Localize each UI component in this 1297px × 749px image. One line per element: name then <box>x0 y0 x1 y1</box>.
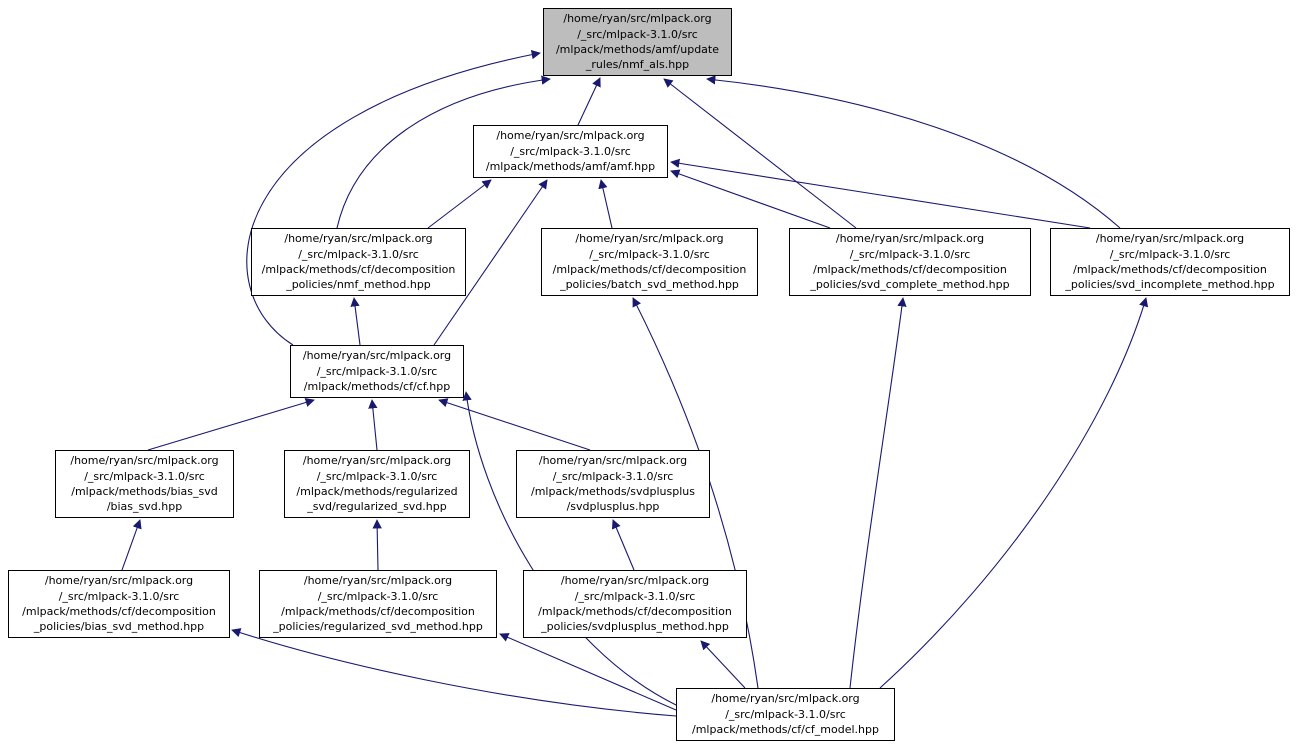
node-label-line: /mlpack/methods/amf/amf.hpp <box>485 160 656 174</box>
node-svd-complete-method-hpp[interactable]: /home/ryan/src/mlpack.org /_src/mlpack-3… <box>789 228 1031 296</box>
edge-cf_model-to-cf <box>462 391 677 706</box>
node-label-line: /home/ryan/src/mlpack.org <box>560 574 710 588</box>
node-label-line: /mlpack/methods/cf/decomposition <box>552 263 747 276</box>
node-label-line: /mlpack/methods/cf/decomposition <box>813 263 1007 276</box>
node-label-line: /mlpack/methods/cf/decomposition <box>1073 263 1267 276</box>
node-label-line: _rules/nmf_als.hpp <box>585 58 690 72</box>
node-label-line: /_src/mlpack-3.1.0/src <box>298 247 419 261</box>
node-label-line: /home/ryan/src/mlpack.org <box>575 232 724 246</box>
node-label-line: /_src/mlpack-3.1.0/src <box>552 469 674 483</box>
node-label-line: /home/ryan/src/mlpack.org <box>302 454 452 468</box>
edge-svd_incomplete_method-to-amf <box>670 158 1091 229</box>
node-svdplusplus-hpp[interactable]: /home/ryan/src/mlpack.org /_src/mlpack-3… <box>516 450 710 518</box>
node-label-line: /home/ryan/src/mlpack.org <box>284 232 433 246</box>
node-label-line: /home/ryan/src/mlpack.org <box>496 129 645 143</box>
node-label-line: /home/ryan/src/mlpack.org <box>44 574 194 588</box>
node-label-line: /mlpack/methods/cf/cf.hpp <box>303 380 451 394</box>
node-label-line: /_src/mlpack-3.1.0/src <box>510 144 631 158</box>
edge-cf_model-to-svd_complete_method <box>849 297 907 689</box>
node-label-line: /_src/mlpack-3.1.0/src <box>849 247 971 261</box>
node-label-line: _policies/svd_incomplete_method.hpp <box>1065 278 1275 292</box>
node-label-line: /home/ryan/src/mlpack.org <box>302 349 452 363</box>
node-label-line: /bias_svd.hpp <box>106 500 183 514</box>
node-label-line: _policies/regularized_svd_method.hpp <box>273 620 483 634</box>
node-label-line: /_src/mlpack-3.1.0/src <box>589 247 710 261</box>
edge-amf-to-nmf_als <box>577 77 601 126</box>
edge-cf-to-nmf_als <box>246 50 541 346</box>
node-label-line: /home/ryan/src/mlpack.org <box>538 454 688 468</box>
node-regularized-svd-hpp[interactable]: /home/ryan/src/mlpack.org /_src/mlpack-3… <box>284 450 470 518</box>
edge-cf_model-to-svdplusplus_method <box>700 640 746 689</box>
node-label-line: /_src/mlpack-3.1.0/src <box>316 469 438 483</box>
edge-bias_svd-to-cf <box>147 397 315 451</box>
node-label-line: /mlpack/methods/bias_svd <box>71 485 218 498</box>
node-label-line: /_src/mlpack-3.1.0/src <box>1109 247 1231 261</box>
node-label-line: _svd/regularized_svd.hpp <box>307 500 447 514</box>
node-label-line: /_src/mlpack-3.1.0/src <box>317 589 439 603</box>
node-label-line: /_src/mlpack-3.1.0/src <box>84 469 205 483</box>
edge-svd_complete_method-to-nmf_als <box>663 78 857 229</box>
edge-nmf_method-to-amf <box>427 179 492 229</box>
node-label-line: /svdplusplus.hpp <box>566 500 660 514</box>
node-bias-svd-method-hpp[interactable]: /home/ryan/src/mlpack.org /_src/mlpack-3… <box>8 570 230 638</box>
node-cf-hpp[interactable]: /home/ryan/src/mlpack.org /_src/mlpack-3… <box>290 345 464 398</box>
node-label-line: /_src/mlpack-3.1.0/src <box>574 589 696 603</box>
edge-cf_model-to-bias_svd_method <box>231 628 677 717</box>
node-label-line: /_src/mlpack-3.1.0/src <box>58 589 180 603</box>
node-svdplusplus-method-hpp[interactable]: /home/ryan/src/mlpack.org /_src/mlpack-3… <box>523 570 747 638</box>
node-label-line: /_src/mlpack-3.1.0/src <box>316 364 438 378</box>
node-label-line: _policies/svd_complete_method.hpp <box>810 278 1010 292</box>
edge-cf_model-to-svd_incomplete_method <box>879 297 1149 689</box>
node-batch-svd-method-hpp[interactable]: /home/ryan/src/mlpack.org /_src/mlpack-3… <box>541 228 758 296</box>
node-label-line: _policies/batch_svd_method.hpp <box>560 278 739 292</box>
edge-svdplusplus_method-to-svdplusplus <box>611 519 635 571</box>
edge-cf-to-nmf_method <box>350 297 361 346</box>
edge-bias_svd_method-to-bias_svd <box>121 519 142 571</box>
node-label-line: /mlpack/methods/svdplusplus <box>531 485 695 498</box>
edge-svd_incomplete_method-to-nmf_als <box>706 75 1121 229</box>
node-label-line: _policies/nmf_method.hpp <box>286 278 431 292</box>
node-label-line: _policies/svdplusplus_method.hpp <box>541 620 729 634</box>
node-label-line: /home/ryan/src/mlpack.org <box>563 12 712 26</box>
node-label-line: /_src/mlpack-3.1.0/src <box>725 707 846 721</box>
edge-cf_model-to-regularized_svd_method <box>499 633 677 711</box>
edge-svdplusplus-to-cf <box>438 398 591 451</box>
node-label-line: /mlpack/methods/amf/update <box>555 43 720 56</box>
node-label-line: /home/ryan/src/mlpack.org <box>70 454 219 468</box>
node-svd-incomplete-method-hpp[interactable]: /home/ryan/src/mlpack.org /_src/mlpack-3… <box>1050 228 1290 296</box>
node-label-line: /mlpack/methods/cf/decomposition <box>538 605 732 618</box>
edge-regularized_svd-to-cf <box>368 399 378 451</box>
node-label-line: _policies/bias_svd_method.hpp <box>33 620 205 634</box>
node-nmf-method-hpp[interactable]: /home/ryan/src/mlpack.org /_src/mlpack-3… <box>251 228 466 296</box>
node-label-line: /home/ryan/src/mlpack.org <box>303 574 453 588</box>
node-label-line: /home/ryan/src/mlpack.org <box>1095 232 1245 246</box>
node-label-line: /_src/mlpack-3.1.0/src <box>577 27 698 41</box>
edge-svd_complete_method-to-amf <box>670 169 831 229</box>
node-regularized-svd-method-hpp[interactable]: /home/ryan/src/mlpack.org /_src/mlpack-3… <box>259 570 497 638</box>
node-label-line: /mlpack/methods/cf/decomposition <box>22 605 216 618</box>
edge-regularized_svd_method-to-regularized_svd <box>372 519 382 571</box>
node-label-line: /mlpack/methods/regularized <box>296 485 458 498</box>
node-amf-hpp[interactable]: /home/ryan/src/mlpack.org /_src/mlpack-3… <box>473 125 668 178</box>
node-label-line: /mlpack/methods/cf/decomposition <box>261 263 456 276</box>
node-label-line: /mlpack/methods/cf/decomposition <box>281 605 475 618</box>
node-bias-svd-hpp[interactable]: /home/ryan/src/mlpack.org /_src/mlpack-3… <box>55 450 234 518</box>
node-nmf-als-hpp: /home/ryan/src/mlpack.org /_src/mlpack-3… <box>543 8 732 76</box>
edge-batch_svd_method-to-amf <box>598 179 613 229</box>
node-label-line: /home/ryan/src/mlpack.org <box>835 232 985 246</box>
node-label-line: /mlpack/methods/cf/cf_model.hpp <box>692 723 879 737</box>
node-label-line: /home/ryan/src/mlpack.org <box>711 692 860 706</box>
node-cf-model-hpp[interactable]: /home/ryan/src/mlpack.org /_src/mlpack-3… <box>676 688 895 741</box>
